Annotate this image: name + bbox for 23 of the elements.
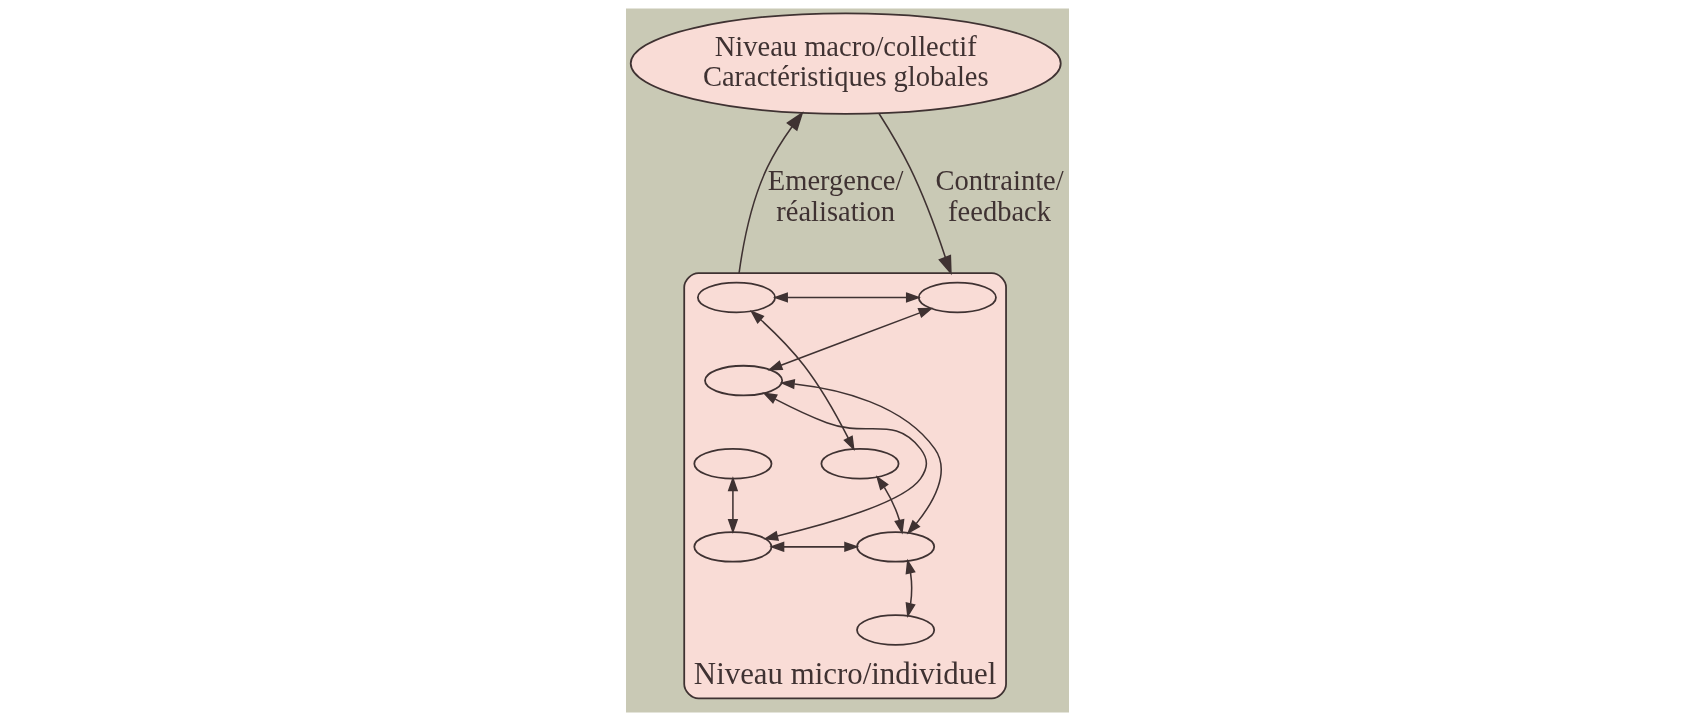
arrow [762, 392, 928, 541]
arrow [738, 111, 804, 274]
arrow [767, 307, 934, 371]
node-ellipse [856, 614, 936, 646]
cluster: Niveau micro/individuel [683, 272, 1007, 700]
edge-label: Emergence/ réalisation [767, 165, 904, 228]
node-ellipse [697, 281, 776, 314]
edge-label: Contrainte/ feedback [935, 165, 1064, 228]
node-ellipse [693, 531, 773, 563]
node-ellipse [856, 531, 936, 563]
arrow [727, 476, 739, 534]
arrow [749, 309, 855, 452]
node-ellipse [917, 281, 997, 314]
arrow [779, 378, 942, 535]
arrow [772, 292, 921, 303]
node-ellipse [693, 448, 773, 480]
arrow [875, 475, 905, 535]
arrow [905, 558, 916, 618]
node-ellipse [704, 364, 784, 397]
node-ellipse: Niveau macro/collectif Caractéristiques globales [629, 12, 1062, 115]
arrow [769, 541, 860, 553]
node-ellipse [820, 448, 900, 480]
arrow [878, 112, 952, 276]
